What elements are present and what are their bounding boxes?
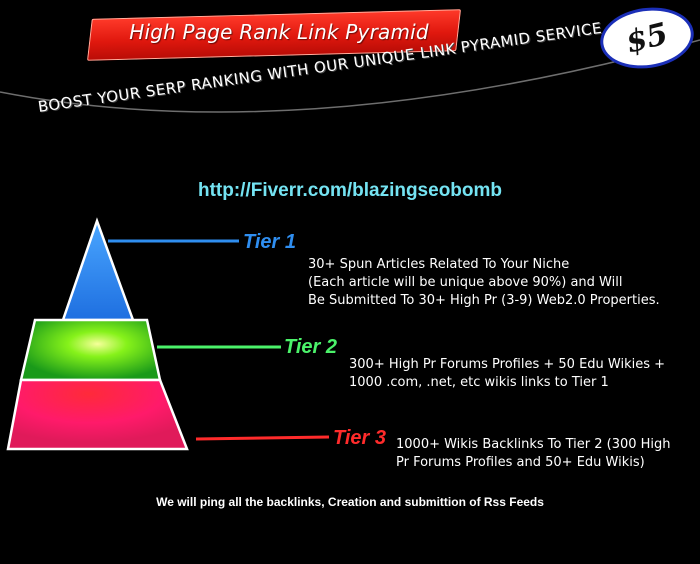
tier-1-line: 30+ Spun Articles Related To Your Niche (308, 257, 570, 272)
tier-1-label: Tier 1 (243, 231, 296, 253)
tier-3-connector (195, 435, 330, 441)
tier-2-line: 300+ High Pr Forums Profiles + 50 Edu Wi… (349, 357, 666, 372)
tier-1-description: 30+ Spun Articles Related To Your Niche … (308, 256, 660, 310)
tier-3-description: 1000+ Wikis Backlinks To Tier 2 (300 Hig… (396, 436, 671, 472)
pyramid-tier-3 (6, 378, 189, 451)
pyramid-tier-2 (19, 318, 162, 382)
price-label: $5 (622, 15, 672, 61)
tier-3-line: Pr Forums Profiles and 50+ Edu Wikis) (396, 455, 645, 470)
fiverr-link[interactable]: http://Fiverr.com/blazingseobomb (197, 180, 503, 201)
page-title: High Page Rank Link Pyramid (129, 20, 429, 44)
sheet-edge (0, 39, 700, 113)
tier-1-line: Be Submitted To 30+ High Pr (3-9) Web2.0… (308, 293, 660, 308)
tier-1-line: (Each article will be unique above 90%) … (308, 275, 623, 290)
tier-2-description: 300+ High Pr Forums Profiles + 50 Edu Wi… (349, 356, 665, 392)
tier-3-line: 1000+ Wikis Backlinks To Tier 2 (300 Hig… (396, 437, 671, 452)
tier-2-label: Tier 2 (284, 336, 337, 358)
tier-3-label: Tier 3 (333, 427, 386, 449)
tier-2-line: 1000 .com, .net, etc wikis links to Tier… (349, 375, 609, 390)
footer-note: We will ping all the backlinks, Creation… (156, 495, 544, 509)
